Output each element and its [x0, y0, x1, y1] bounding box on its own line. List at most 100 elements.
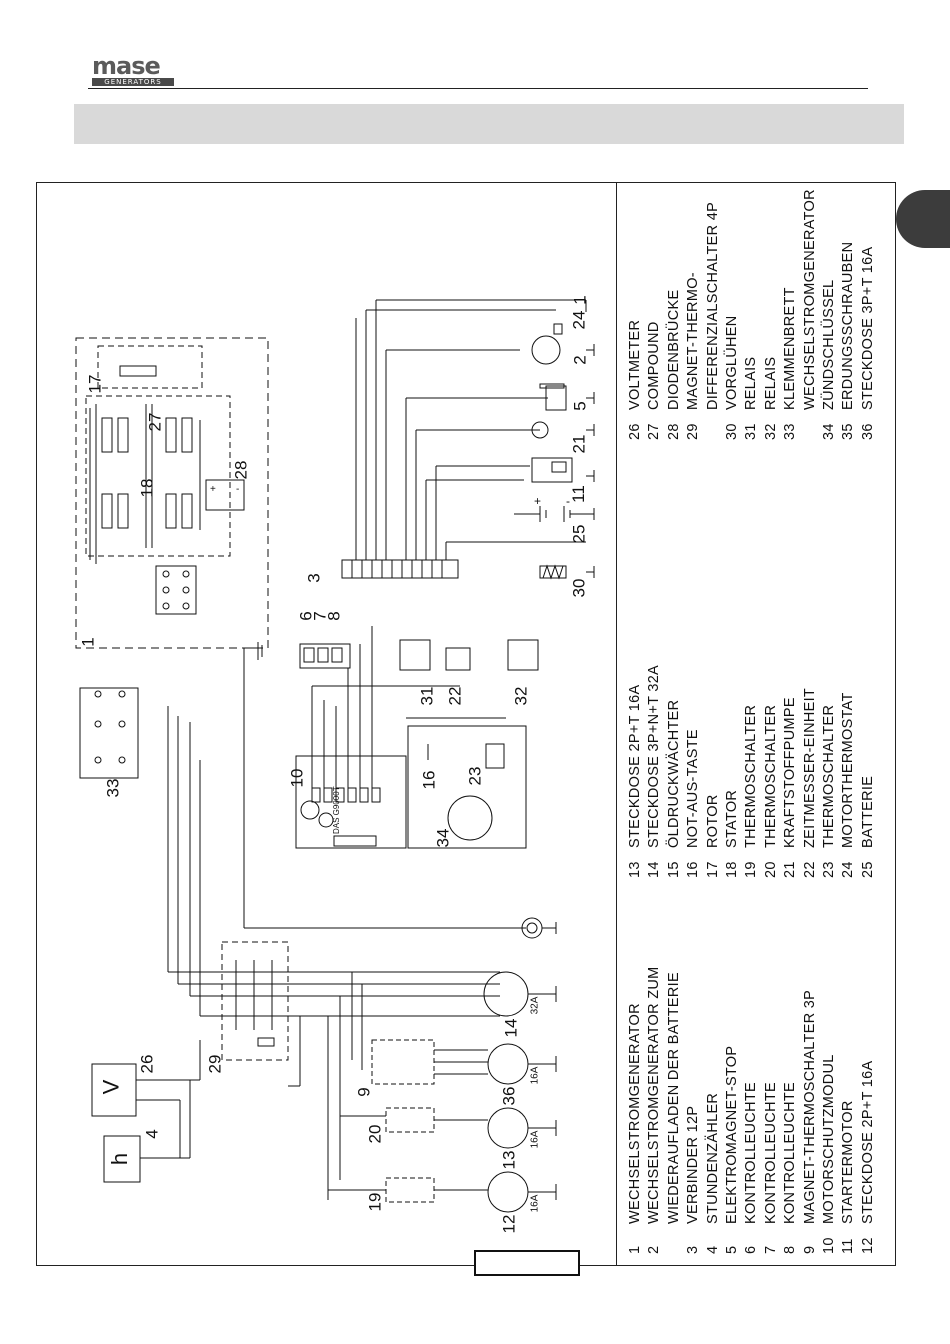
- timer-unit-22: [445, 647, 471, 671]
- socket-32a: [483, 971, 529, 1017]
- stator-terminal-block: [155, 565, 197, 615]
- motor-thermostat: [531, 335, 561, 365]
- engine-protection-module: [295, 755, 407, 849]
- legend-text: WECHSELSTROMGENERATOR: [801, 189, 818, 410]
- legend-text: KONTROLLEUCHTE: [782, 1082, 799, 1224]
- legend-row: 18 STATOR: [723, 665, 742, 878]
- label-32: 32: [511, 686, 531, 706]
- socket-rating-13: 16A: [529, 1130, 541, 1149]
- legend-text: STUNDENZÄHLER: [704, 1092, 721, 1224]
- bridge-plus: +: [210, 484, 216, 495]
- legend-text: NOT-AUS-TASTE: [685, 729, 702, 848]
- legend-text: VORGLÜHEN: [723, 315, 740, 410]
- battery-minus: -: [566, 494, 570, 508]
- legend-text: KLEMMENBRETT: [782, 287, 799, 410]
- legend-row: WECHSELSTROMGENERATOR: [801, 189, 820, 440]
- label-19: 19: [365, 1192, 385, 1212]
- legend-text: ZEITMESSER-EINHEIT: [801, 687, 818, 848]
- page-number-box: [474, 1250, 580, 1276]
- legend-text: DIFFERENZIALSCHALTER 4P: [704, 201, 721, 410]
- legend-number: 5: [723, 1245, 740, 1254]
- starter-motor: [531, 457, 573, 483]
- label-30: 30: [569, 578, 589, 598]
- legend-text: ERDUNGSSCHRAUBEN: [840, 241, 857, 410]
- header-rule: [88, 88, 868, 89]
- label-33: 33: [103, 778, 123, 798]
- legend-number: 35: [840, 423, 857, 440]
- legend-number: 33: [782, 423, 799, 440]
- legend-text: MOTORTHERMOSTAT: [840, 692, 857, 848]
- legend-number: [801, 410, 820, 440]
- legend-number: 18: [723, 861, 740, 878]
- legend-text: MOTORSCHUTZMODUL: [820, 1054, 837, 1224]
- label-31: 31: [417, 686, 437, 706]
- voltmeter-symbol: V: [98, 1079, 124, 1095]
- legend-text: THERMOSCHALTER: [820, 704, 837, 848]
- thermoswitch-20: [385, 1107, 435, 1133]
- label-25: 25: [569, 524, 589, 544]
- legend-text: THERMOSCHALTER: [743, 704, 760, 848]
- power-busses: [167, 648, 526, 1200]
- bridge-minus: -: [236, 484, 240, 495]
- label-18: 18: [137, 478, 157, 498]
- legend-text: KONTROLLEUCHTE: [762, 1082, 779, 1224]
- brand-logo: mase GENERATORS: [92, 52, 176, 86]
- label-27: 27: [145, 412, 165, 432]
- page-header: mase GENERATORS: [0, 0, 950, 100]
- legend-row: 10 MOTORSCHUTZMODUL: [820, 966, 839, 1254]
- socket-rating-36: 16A: [529, 1066, 541, 1085]
- label-2: 2: [570, 355, 590, 365]
- relay-32: [507, 639, 539, 671]
- label-29: 29: [205, 1054, 225, 1074]
- legend-text: DIODENBRÜCKE: [665, 289, 682, 410]
- legend-number: 36: [859, 423, 876, 440]
- legend-text: ROTOR: [704, 794, 721, 848]
- label-12: 12: [499, 1214, 519, 1234]
- legend-text: ZÜNDSCHLÜSSEL: [820, 279, 837, 410]
- legend-text: COMPOUND: [646, 321, 663, 410]
- label-23: 23: [465, 766, 485, 786]
- legend-number: 24: [840, 861, 857, 878]
- label-5: 5: [570, 401, 590, 411]
- legend-text: BATTERIE: [859, 775, 876, 848]
- thermoswitch-19: [385, 1177, 435, 1203]
- legend-text: WIEDERAUFLADEN DER BATTERIE: [665, 972, 682, 1224]
- legend-number: 3: [685, 1245, 702, 1254]
- battery-plus: +: [534, 494, 542, 508]
- legend-row: DIFFERENZIALSCHALTER 4P: [704, 189, 723, 440]
- rotor-box: [97, 345, 203, 389]
- legend-text: MAGNET-THERMOSCHALTER 3P: [801, 989, 818, 1224]
- glow-plug: [539, 565, 567, 579]
- legend-text: WECHSELSTROMGENERATOR ZUM: [646, 966, 663, 1224]
- legend-text: STATOR: [723, 789, 740, 848]
- legend-number: [665, 1224, 684, 1254]
- legend-text: ÖLDRUCKWÄCHTER: [665, 699, 682, 848]
- label-20: 20: [365, 1124, 385, 1144]
- label-11: 11: [568, 485, 588, 503]
- legend-number: 10: [820, 1237, 837, 1254]
- hour-meter: [103, 1135, 141, 1183]
- module-model: DAS G9000T: [332, 786, 341, 834]
- socket-12: [487, 1171, 529, 1213]
